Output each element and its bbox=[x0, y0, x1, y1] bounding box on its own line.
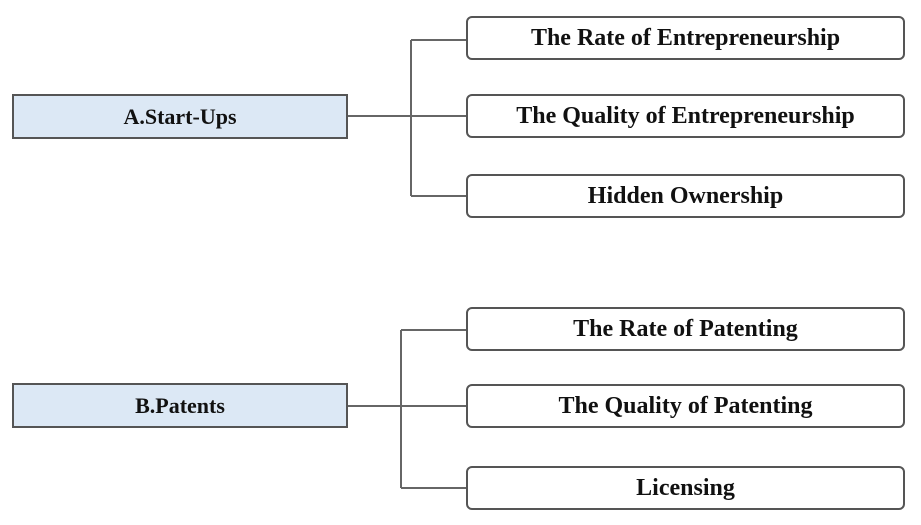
hidden-ownership-label: Hidden Ownership bbox=[587, 182, 784, 209]
hidden-ownership-box: Hidden Ownership bbox=[466, 174, 905, 218]
rate-of-patenting-label: The Rate of Patenting bbox=[573, 315, 798, 342]
start-ups-label: A.Start-Ups bbox=[123, 103, 237, 129]
patents-box: B.Patents bbox=[12, 383, 348, 428]
licensing-box: Licensing bbox=[466, 466, 905, 510]
rate-of-patenting-box: The Rate of Patenting bbox=[466, 307, 905, 351]
rate-of-entrepreneurship-box: The Rate of Entrepreneurship bbox=[466, 16, 905, 60]
licensing-label: Licensing bbox=[636, 474, 735, 501]
patents-label: B.Patents bbox=[135, 392, 225, 418]
quality-of-patenting-label: The Quality of Patenting bbox=[558, 392, 813, 419]
quality-of-entrepreneurship-label: The Quality of Entrepreneurship bbox=[516, 102, 855, 129]
start-ups-box: A.Start-Ups bbox=[12, 94, 348, 139]
quality-of-entrepreneurship-box: The Quality of Entrepreneurship bbox=[466, 94, 905, 138]
rate-of-entrepreneurship-label: The Rate of Entrepreneurship bbox=[530, 24, 841, 51]
quality-of-patenting-box: The Quality of Patenting bbox=[466, 384, 905, 428]
